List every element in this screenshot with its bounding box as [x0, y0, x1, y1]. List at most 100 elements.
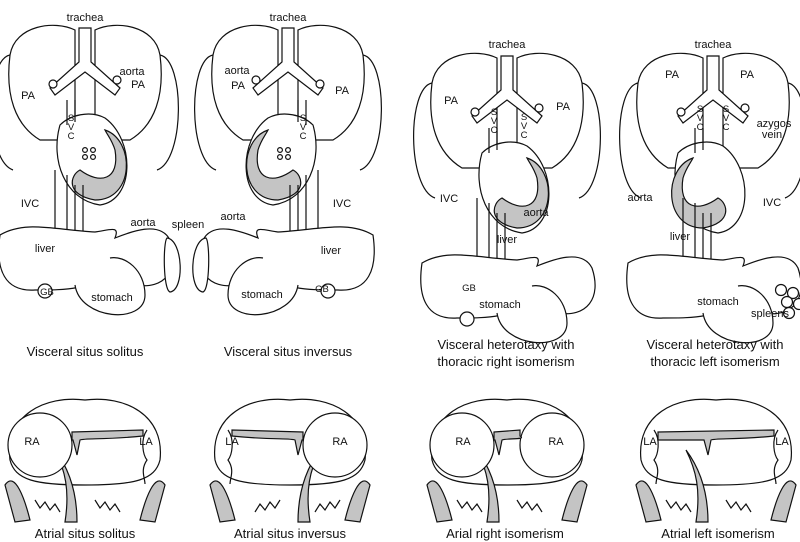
vessel — [54, 449, 78, 523]
caption-visceral-situs-solitus: Visceral situs solitus — [27, 344, 144, 359]
visceral-drawing — [413, 52, 601, 344]
label-svc-v: V — [521, 121, 528, 132]
caption-line-1: Visceral heterotaxy with — [437, 337, 574, 352]
left-lung — [8, 24, 76, 141]
svc — [297, 100, 307, 125]
aorta — [74, 185, 84, 234]
aorta — [496, 213, 506, 262]
lung-lobe — [413, 82, 436, 199]
visceral-drawing — [192, 24, 382, 316]
pulmonary-vein — [89, 147, 97, 154]
label-svc-s: S — [491, 107, 497, 118]
atrial-drawing — [426, 398, 588, 523]
trachea — [49, 27, 121, 96]
svc — [66, 100, 76, 125]
label-liver: liver — [670, 231, 691, 243]
right-lung — [211, 24, 279, 141]
label-atrium-left-side: RA — [455, 436, 471, 448]
trachea — [252, 27, 324, 96]
label-stomach: stomach — [241, 289, 283, 301]
caption-left-isomerism: Atrial left isomerism — [661, 526, 774, 541]
atrial-drawing — [209, 398, 371, 523]
atrial-septum — [71, 429, 144, 456]
label-pa: PA — [21, 90, 36, 102]
label-liver: liver — [321, 245, 342, 257]
caption-line-1: Visceral heterotaxy with — [646, 337, 783, 352]
label-svc-c: C — [723, 122, 730, 133]
label-aorta: aorta — [220, 211, 246, 223]
caption-atrial-situs-inversus: Atrial situs inversus — [234, 526, 346, 541]
visceral-drawing — [0, 24, 181, 316]
vessel-leg — [209, 480, 371, 523]
label-gb: GB — [40, 287, 54, 298]
ventricle — [493, 156, 549, 229]
label-aorta: aorta — [627, 192, 653, 204]
label-ivc: IVC — [763, 197, 781, 209]
label-svc-v: V — [697, 113, 704, 124]
label-pa: PA — [131, 79, 146, 91]
caption-right-isomerism: Arial right isomerism — [446, 526, 564, 541]
ivc — [54, 170, 68, 232]
atrial-drawing — [4, 398, 166, 523]
label-spleen: spleen — [172, 219, 204, 231]
label-pa: PA — [665, 69, 680, 81]
label-pa: PA — [740, 69, 755, 81]
vessel — [297, 449, 321, 523]
gallbladder — [459, 311, 475, 327]
label-pa: PA — [556, 101, 571, 113]
label-atrium-left-side: RA — [24, 436, 40, 448]
gallbladder — [37, 283, 53, 299]
label-svc-v: V — [723, 113, 730, 124]
spleen-nodule — [786, 286, 800, 300]
lung-lobe — [578, 82, 601, 199]
atrial-septum — [231, 429, 304, 456]
caption-line-2: thoracic left isomerism — [650, 354, 779, 369]
label-svc-v: V — [491, 116, 498, 127]
label-atrium-right-side: LA — [139, 436, 153, 448]
caption-line-2: thoracic right isomerism — [437, 354, 574, 369]
ventricle — [671, 156, 727, 229]
label-svc-v: V — [68, 122, 75, 133]
aorta — [289, 185, 299, 234]
organ-drawings — [0, 24, 800, 523]
label-svc-c: C — [697, 122, 704, 133]
ivc — [682, 198, 696, 260]
label-svc-c: C — [300, 131, 307, 142]
left-lung — [430, 52, 498, 169]
vessel — [685, 449, 709, 523]
stomach — [74, 257, 146, 316]
lung-lobe — [156, 54, 179, 171]
vessel — [476, 449, 500, 523]
spleen-nodule — [780, 295, 794, 309]
left-atrial-appendage — [142, 429, 148, 485]
lung-lobe — [619, 82, 642, 199]
panel-left-isomerism: trachea PA PA S V C S V C azygos vein ao… — [627, 39, 791, 369]
atrial-septum — [493, 429, 523, 456]
label-stomach: stomach — [697, 296, 739, 308]
caption-visceral-situs-inversus: Visceral situs inversus — [224, 344, 353, 359]
label-svc-s: S — [521, 112, 527, 123]
label-atrium-left-side: LA — [643, 436, 657, 448]
label-ivc: IVC — [333, 198, 351, 210]
pulmonary-vein — [284, 147, 292, 154]
label-pa: PA — [231, 80, 246, 92]
vessel-leg — [635, 480, 797, 523]
panel-situs-solitus: trachea aorta PA PA S V C IVC aorta sple… — [21, 12, 204, 359]
left-lung — [297, 24, 365, 141]
pulmonary-vein — [81, 154, 89, 161]
pulmonary-artery — [676, 107, 686, 117]
label-trachea: trachea — [695, 39, 733, 51]
pulmonary-artery — [48, 79, 58, 89]
label-svc-s: S — [697, 104, 703, 115]
right-atrium — [519, 412, 585, 478]
vessel-leg — [426, 480, 588, 523]
right-lung — [94, 24, 162, 141]
label-atrium-right-side: RA — [548, 436, 564, 448]
stomach — [496, 285, 568, 344]
label-ivc: IVC — [440, 193, 458, 205]
label-liver: liver — [497, 234, 518, 246]
label-liver: liver — [35, 243, 56, 255]
atrial-outline — [640, 398, 792, 486]
panel-right-isomerism: trachea PA PA S V C S V C IVC aorta live… — [437, 39, 574, 369]
